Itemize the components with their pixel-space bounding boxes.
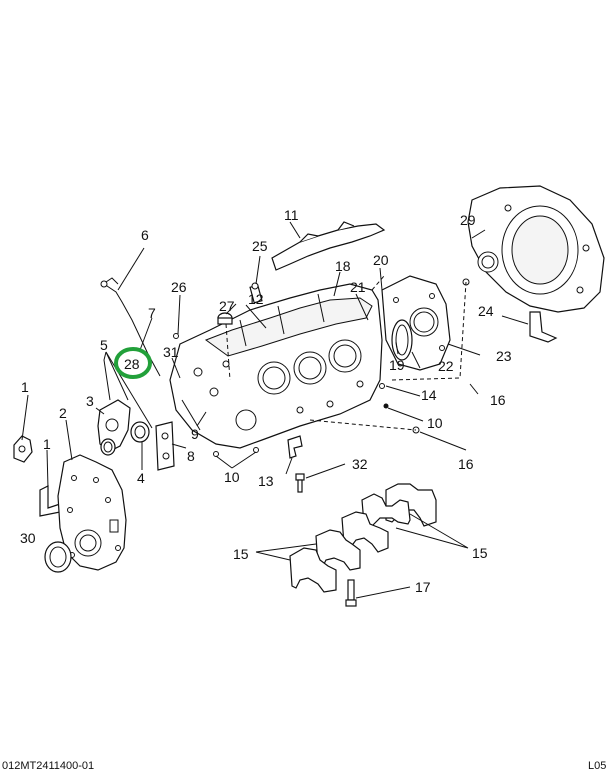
callout-1b[interactable]: 1 xyxy=(43,436,51,452)
callout-19[interactable]: 19 xyxy=(389,357,405,373)
alignment-lines xyxy=(225,275,467,431)
leader-lines xyxy=(21,221,529,599)
part-17-bolt xyxy=(345,579,357,607)
callout-7[interactable]: 7 xyxy=(148,305,156,321)
callout-31[interactable]: 31 xyxy=(163,344,179,360)
callout-12[interactable]: 12 xyxy=(248,291,264,307)
callout-14[interactable]: 14 xyxy=(421,387,437,403)
callout-15a[interactable]: 15 xyxy=(233,546,249,562)
callout-13[interactable]: 13 xyxy=(258,473,274,489)
callout-28[interactable]: 28 xyxy=(124,356,140,372)
part-15-bearing-caps xyxy=(289,483,437,593)
drawing-number: 012MT2411400-01 xyxy=(2,760,94,772)
callout-2[interactable]: 2 xyxy=(59,405,67,421)
callout-11[interactable]: 11 xyxy=(284,207,299,223)
callout-27[interactable]: 27 xyxy=(219,298,235,314)
part-29-flywheel-housing xyxy=(467,185,605,313)
callout-18[interactable]: 18 xyxy=(335,258,351,274)
callout-10a[interactable]: 10 xyxy=(224,469,240,485)
part-3-housing xyxy=(97,399,131,456)
part-30-seal xyxy=(44,541,72,573)
part-32-bolt xyxy=(295,473,305,493)
part-4-seal xyxy=(130,421,150,443)
callout-9[interactable]: 9 xyxy=(191,426,199,442)
part-20-rear-plate xyxy=(381,275,451,371)
callout-21[interactable]: 21 xyxy=(350,279,366,295)
callout-6[interactable]: 6 xyxy=(141,227,149,243)
callout-labels: 1 1 2 3 4 5 6 7 8 9 10 10 11 12 13 14 15… xyxy=(20,207,512,595)
callout-26[interactable]: 26 xyxy=(171,279,187,295)
callout-22[interactable]: 22 xyxy=(438,358,454,374)
callout-17[interactable]: 17 xyxy=(415,579,431,595)
callout-29[interactable]: 29 xyxy=(460,212,476,228)
part-11-bracket xyxy=(271,221,386,271)
part-22-seal xyxy=(391,319,413,361)
callout-8[interactable]: 8 xyxy=(187,448,195,464)
callout-16b[interactable]: 16 xyxy=(458,456,474,472)
part-1-l-bracket xyxy=(39,485,61,517)
part-27-plug xyxy=(217,312,233,325)
callout-5[interactable]: 5 xyxy=(100,337,108,353)
callout-15b[interactable]: 15 xyxy=(472,545,488,561)
part-25-sensor xyxy=(249,282,263,304)
part-24-bracket xyxy=(529,311,558,343)
callout-23[interactable]: 23 xyxy=(496,348,512,364)
callout-30[interactable]: 30 xyxy=(20,530,36,546)
callout-3[interactable]: 3 xyxy=(86,393,94,409)
callout-24[interactable]: 24 xyxy=(478,303,494,319)
part-2-front-cover xyxy=(57,454,127,571)
callout-25[interactable]: 25 xyxy=(252,238,268,254)
part-13-clip xyxy=(287,435,303,459)
part-1-bracket xyxy=(13,435,33,463)
callout-16a[interactable]: 16 xyxy=(490,392,506,408)
callout-10b[interactable]: 10 xyxy=(427,415,443,431)
highlight-ring-28 xyxy=(114,347,152,379)
callout-20[interactable]: 20 xyxy=(373,252,389,268)
drawing-code: L05 xyxy=(588,760,606,772)
callout-4[interactable]: 4 xyxy=(137,470,145,486)
engine-block xyxy=(169,283,383,449)
callout-32[interactable]: 32 xyxy=(352,456,368,472)
callout-1a[interactable]: 1 xyxy=(21,379,29,395)
part-8-gasket xyxy=(155,421,175,471)
